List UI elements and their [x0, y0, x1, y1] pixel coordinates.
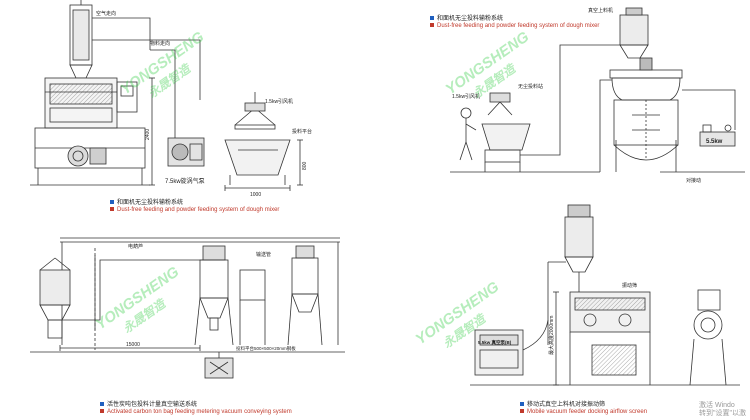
- label-material-direction: 物料走向: [150, 40, 170, 47]
- label-platform-height: 800: [302, 161, 308, 170]
- caption-bottom-right: 移动式真空上料机对接振动筛 Mobile vacuum feeder docki…: [520, 402, 647, 416]
- caption-bullet: [100, 409, 104, 414]
- label-platform: 投料平台: [292, 128, 312, 135]
- panel-bottom-left-labels: 电葫芦 输送管 15000 投料平台500×500×20mm钢板: [126, 243, 296, 352]
- label-control-box: 5.5kw 真空泵(B): [478, 339, 512, 346]
- label-pipe: 输送管: [256, 251, 271, 258]
- caption-bullet: [430, 23, 434, 28]
- panel-top-right-labels: 真空上料机 1.5kw引风机 无尘投料站 5.5kw 对接动: [452, 7, 723, 184]
- label-length-15000: 15000: [126, 342, 140, 348]
- label-air-direction: 空气走向: [96, 10, 116, 17]
- panel-top-right-drawing: [450, 7, 745, 173]
- caption-bullet: [110, 200, 114, 205]
- caption-top-left: 和面机无尘投料输粉系统 Dust-free feeding and powder…: [110, 200, 279, 214]
- label-vortex-pump: 7.5kw旋涡气泵: [165, 177, 205, 185]
- caption-bullet: [520, 402, 524, 407]
- panel-bottom-right-drawing: [470, 204, 740, 386]
- caption-bullet: [430, 16, 434, 21]
- caption-bullet: [110, 207, 114, 212]
- caption-zh: 移动式真空上料机对接振动筛: [527, 402, 606, 408]
- label-fan: 1.5kw引风机: [265, 98, 293, 105]
- label-fan-right: 1.5kw引风机: [452, 93, 480, 100]
- windows-activation-notice: 激活 Windo 转到"设置"以激: [699, 402, 746, 418]
- label-crane: 电葫芦: [128, 243, 143, 250]
- activation-line-2: 转到"设置"以激: [699, 410, 746, 417]
- activation-line-1: 激活 Windo: [699, 402, 735, 409]
- caption-bullet: [520, 409, 524, 414]
- label-max-height: 最大高度2000mm: [548, 316, 555, 355]
- label-width-1000: 1000: [250, 192, 261, 198]
- panel-bottom-left-drawing: [30, 237, 345, 379]
- caption-bullet: [100, 402, 104, 407]
- caption-zh: 和面机无尘投料输粉系统: [117, 200, 184, 206]
- caption-en: Dust-free feeding and powder feeding sys…: [117, 207, 280, 213]
- caption-zh: 活性炭吨包投料计量真空输送系统: [107, 402, 198, 408]
- panel-top-left-drawing: [30, 0, 303, 191]
- panel-bottom-right-labels: 最大高度2000mm 振动筛 5.5kw 真空泵(B): [478, 282, 637, 355]
- label-motor: 5.5kw: [706, 139, 723, 145]
- caption-top-right: 和面机无尘投料输粉系统 Dust-free feeding and powder…: [430, 16, 599, 30]
- label-screen: 振动筛: [622, 282, 637, 289]
- caption-bottom-left: 活性炭吨包投料计量真空输送系统 Activated carbon ton bag…: [100, 402, 292, 416]
- panel-top-left-labels: 空气走向 物料走向 2400 7.5kw旋涡气泵 1.5kw引风机 投料平台 8…: [96, 10, 312, 198]
- label-vacuum-feeder: 真空上料机: [588, 7, 613, 14]
- label-dust-station: 无尘投料站: [518, 83, 543, 90]
- label-height-2400: 2400: [145, 129, 151, 140]
- caption-en: Dust-free feeding and powder feeding sys…: [437, 23, 600, 29]
- caption-en: Activated carbon ton bag feeding meterin…: [107, 409, 292, 415]
- watermark-layer: YONGSHENG 永晟智造 YONGSHENG 永晟智造 YONGSHENG …: [93, 28, 533, 351]
- caption-en: Mobile vacuum feeder docking airflow scr…: [527, 409, 648, 415]
- label-platform-plate: 投料平台500×500×20mm钢板: [236, 345, 296, 352]
- label-agitation: 对接动: [686, 177, 701, 184]
- caption-zh: 和面机无尘投料输粉系统: [437, 16, 504, 22]
